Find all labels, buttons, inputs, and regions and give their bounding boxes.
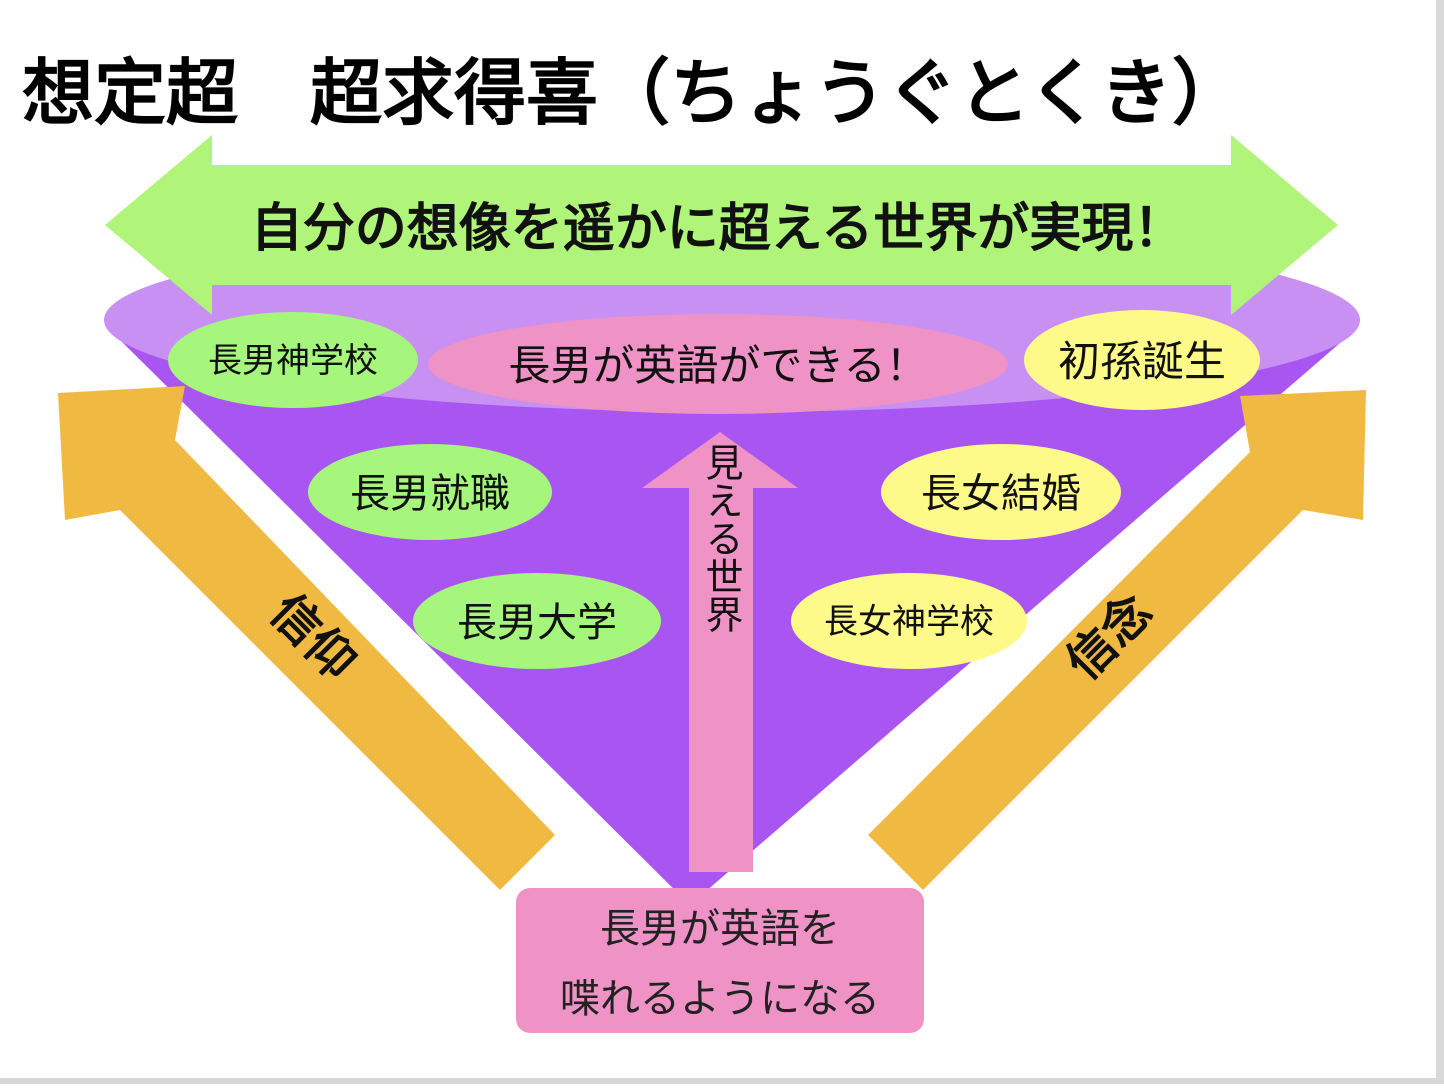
label-mid-right: 長女結婚 (921, 471, 1081, 517)
frame-bottom-border (0, 1078, 1444, 1084)
center-up-arrow (642, 432, 798, 872)
frame-right-border (1436, 0, 1444, 1084)
banner-double-arrow (105, 135, 1338, 315)
label-top-center: 長男が英語ができる！ (508, 341, 927, 390)
ellipse-mid-right (881, 444, 1121, 540)
label-top-left: 長男神学校 (208, 341, 378, 381)
goal-text-line1: 長男が英語を (600, 906, 840, 952)
label-low-right: 長女神学校 (824, 602, 994, 642)
ellipse-low-left (413, 573, 661, 669)
label-mid-left: 長男就職 (350, 471, 510, 517)
banner-text: 自分の想像を遥かに超える世界が実現！ (251, 199, 1185, 259)
ellipse-low-right (791, 573, 1027, 669)
ellipse-top-right (1024, 310, 1260, 410)
center-arrow-label: 見える世界 (699, 443, 743, 633)
right-belief-arrow (868, 390, 1366, 890)
left-faith-arrow (58, 386, 555, 890)
label-top-right: 初孫誕生 (1058, 337, 1226, 386)
ellipse-top-left (168, 312, 418, 408)
ellipse-top-center (428, 314, 1008, 414)
ellipse-mid-left (308, 444, 552, 540)
goal-box (516, 888, 924, 1033)
goal-text-line2: 喋れるようになる (560, 976, 880, 1022)
page-title: 想定超 超求得喜（ちょうぐとくき） (22, 51, 1244, 135)
label-low-left: 長男大学 (457, 600, 617, 646)
